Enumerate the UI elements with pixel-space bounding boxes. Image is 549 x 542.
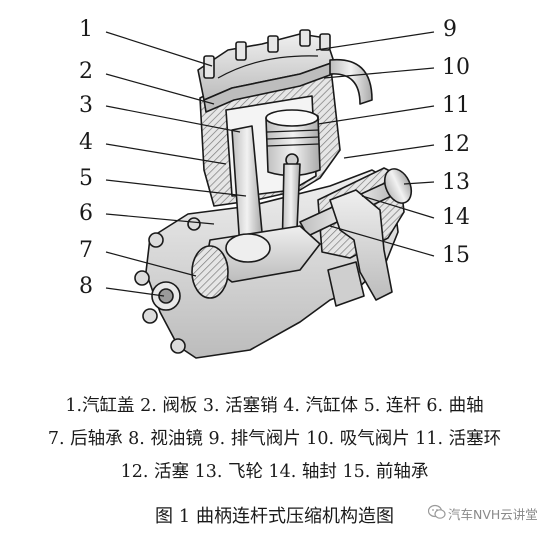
label-4: 4 [79, 130, 93, 155]
right-foot [327, 261, 365, 307]
rear-bearing [191, 245, 229, 299]
crankcase-bolts [134, 217, 201, 354]
label-10: 10 [442, 55, 470, 80]
legend-line-1: 1.汽缸盖 2. 阀板 3. 活塞销 4. 汽缸体 5. 连杆 6. 曲轴 [65, 396, 484, 416]
part-numbers: 1 2 3 4 5 6 7 8 9 10 11 12 13 14 15 [79, 17, 470, 299]
label-8: 8 [79, 274, 93, 299]
watermark: 汽车NVH云讲堂 [448, 507, 538, 522]
label-14: 14 [442, 205, 470, 230]
discharge-pipe [329, 58, 373, 105]
label-15: 15 [442, 243, 470, 268]
compressor-drawing [134, 29, 413, 359]
label-1: 1 [79, 17, 93, 42]
head-bolts [203, 29, 331, 79]
label-9: 9 [443, 17, 457, 42]
label-2: 2 [79, 59, 93, 84]
label-11: 11 [442, 93, 470, 118]
label-5: 5 [79, 166, 93, 191]
leader-lines [105, 31, 435, 297]
legend-line-3: 12. 活塞 13. 飞轮 14. 轴封 15. 前轴承 [120, 462, 429, 482]
label-12: 12 [442, 132, 470, 157]
label-7: 7 [79, 238, 93, 263]
legend-line-2: 7. 后轴承 8. 视油镜 9. 排气阀片 10. 吸气阀片 11. 活塞环 [47, 429, 502, 449]
sight-glass [151, 281, 181, 311]
label-13: 13 [442, 170, 470, 195]
wechat-icon [428, 504, 446, 519]
label-6: 6 [79, 201, 93, 226]
right-frame [329, 189, 393, 301]
flywheel [383, 168, 413, 204]
label-3: 3 [79, 93, 93, 118]
figure-caption: 图 1 曲柄连杆式压缩机构造图 [155, 506, 394, 527]
